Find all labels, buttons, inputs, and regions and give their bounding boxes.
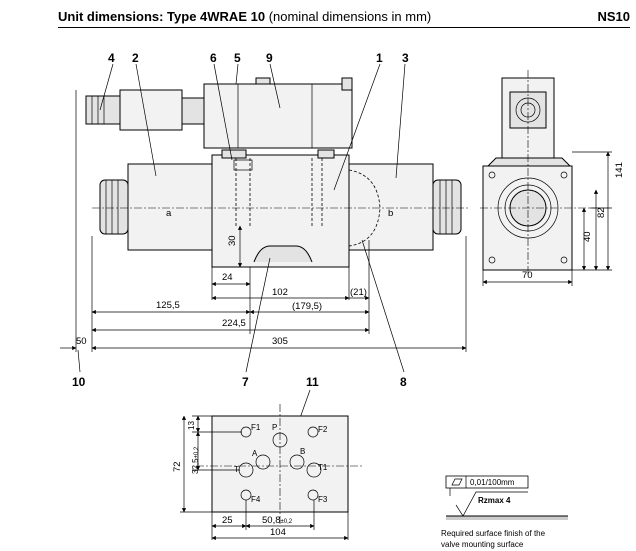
callout-11: 11 <box>306 375 319 389</box>
port-F3 <box>307 489 319 501</box>
dim-30: 30 <box>227 235 238 246</box>
dim-141: 141 <box>614 162 625 178</box>
dim-72: 72 <box>172 461 183 472</box>
solenoid-b <box>348 163 462 251</box>
connector-plug <box>85 89 205 131</box>
dim-13: 13 <box>187 421 196 430</box>
callout-6: 6 <box>210 51 217 65</box>
roughness-icon <box>455 491 528 517</box>
port-P-label: P <box>272 423 277 432</box>
callout-3: 3 <box>402 51 409 65</box>
callout-5: 5 <box>234 51 241 65</box>
surface-finish-symbol: 0,01/100mm Rzmax 4 Required surface fini… <box>441 475 568 549</box>
header-rule <box>58 27 630 28</box>
port-T1-label: T1 <box>318 463 328 472</box>
dim-224-5: 224,5 <box>222 318 246 329</box>
port-B <box>289 454 305 470</box>
side-view: 141 82 40 70 <box>480 70 625 286</box>
dim-70: 70 <box>522 270 533 281</box>
port-F2 <box>307 426 319 438</box>
solenoid-a-label: a <box>166 208 172 219</box>
front-view: a b 4 2 6 5 9 1 3 7 8 10 <box>72 51 470 389</box>
mounting-plate-view: 11 F1 F2 F4 F3 P A B T T1 13 32,5±0,2 72 <box>172 375 364 541</box>
dim-25: 25 <box>222 515 233 526</box>
surface-note-line1: Required surface finish of the <box>441 529 546 538</box>
port-F1-label: F1 <box>251 423 261 432</box>
dim-104: 104 <box>270 527 286 538</box>
dim-50-8: 50,8±0,2 <box>262 515 293 526</box>
callout-4: 4 <box>108 51 115 65</box>
port-o-rings <box>253 245 313 263</box>
port-A <box>255 454 271 470</box>
callout-7: 7 <box>242 375 249 389</box>
roughness-value: Rzmax 4 <box>478 496 511 505</box>
dim-50: 50 <box>76 336 87 347</box>
page-title: Unit dimensions: Type 4WRAE 10 (nominal … <box>58 9 431 24</box>
surface-hatch <box>446 516 568 520</box>
callout-10: 10 <box>72 375 86 389</box>
dim-32-5: 32,5±0,2 <box>191 446 200 474</box>
dim-125-5: 125,5 <box>156 300 180 311</box>
solenoid-b-label: b <box>388 208 393 219</box>
dim-102: 102 <box>272 287 288 298</box>
port-F3-label: F3 <box>318 495 328 504</box>
side-valve-body <box>482 165 573 271</box>
dim-40: 40 <box>582 231 593 242</box>
callout-1: 1 <box>376 51 383 65</box>
port-F2-label: F2 <box>318 425 328 434</box>
port-P <box>272 432 288 448</box>
callout-8: 8 <box>400 375 407 389</box>
solenoid-a <box>99 163 213 251</box>
port-A-label: A <box>252 449 258 458</box>
flatness-icon <box>451 478 463 486</box>
nominal-size: NS10 <box>597 9 630 24</box>
callout-2: 2 <box>132 51 139 65</box>
title-bold: Unit dimensions: Type 4WRAE 10 <box>58 9 266 24</box>
flatness-tolerance: 0,01/100mm <box>470 478 515 487</box>
surface-note-line2: valve mounting surface <box>441 540 524 549</box>
port-T-label: T <box>234 465 239 474</box>
dim-179-5: (179,5) <box>292 301 322 312</box>
front-dimensions: 30 24 102 (21) 125,5 (179,5) 224,5 50 30… <box>60 90 467 352</box>
port-B-label: B <box>300 447 305 456</box>
port-F4-label: F4 <box>251 495 261 504</box>
port-T1 <box>306 462 322 478</box>
dim-24: 24 <box>222 272 233 283</box>
dim-82: 82 <box>596 207 607 218</box>
callout-9: 9 <box>266 51 273 65</box>
electronics-housing <box>203 77 353 149</box>
title-rest: (nominal dimensions in mm) <box>265 9 432 24</box>
dim-21: (21) <box>350 287 367 298</box>
page-header: Unit dimensions: Type 4WRAE 10 (nominal … <box>58 9 630 25</box>
dim-305: 305 <box>272 336 288 347</box>
